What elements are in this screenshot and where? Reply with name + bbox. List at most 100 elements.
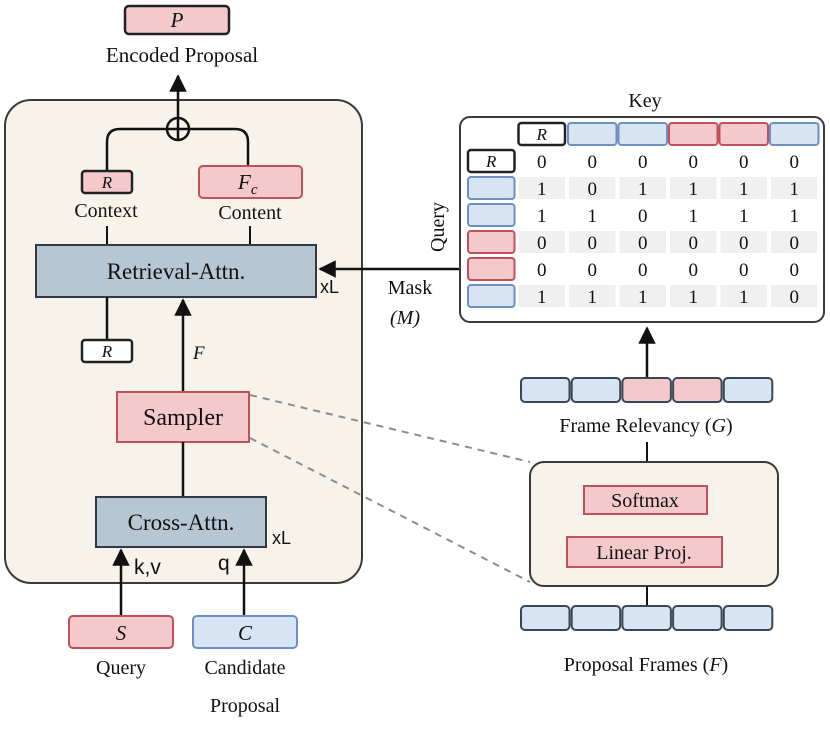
softmax-block [583,485,708,515]
c-label: C [238,621,253,645]
key-token [617,122,668,146]
mask-cell-bg [771,231,818,253]
query-token [467,257,516,281]
cross-attn-label: Cross-Attn. [128,510,235,535]
mask-cell-bg [569,285,616,307]
mask-cell: 0 [739,233,749,254]
frame-token [520,377,571,403]
content-label: Content [218,202,282,224]
mask-cell: 1 [689,287,699,308]
candidate-caption-line1: Candidate [204,657,285,679]
mask-symbol: (M) [390,307,420,329]
encoded-proposal-token [123,4,231,36]
mask-cell-bg [670,231,717,253]
mask-cell: 1 [689,206,699,227]
frame-token [722,377,774,403]
mask-cell: 0 [790,152,800,173]
mask-cell: 0 [739,260,749,281]
mask-cell: 1 [638,287,648,308]
query-caption: Query [96,657,146,679]
linear-proj-block [566,536,723,568]
s-label: S [116,621,127,645]
mask-cell: 0 [790,233,800,254]
mask-cell: 1 [790,179,800,200]
mask-cell: 1 [588,287,598,308]
retrieval-attn-block [35,244,317,298]
f-label: F [192,343,205,364]
cross-attn-block [95,496,267,548]
key-label: Key [628,90,661,112]
mask-cell: 0 [537,152,547,173]
candidate-caption-line2: Proposal [210,695,280,717]
encoded-proposal-caption: Encoded Proposal [106,43,258,67]
mask-cell-bg [518,177,565,199]
mask-cell-bg [569,177,616,199]
mask-cell: 0 [588,233,598,254]
mask-cell: 1 [638,179,648,200]
content-token-label: Fc [237,170,258,198]
frame-relevancy-caption: Frame Relevancy (G) [559,415,732,437]
proposal-frames-row [520,605,774,631]
mask-cell-bg [619,177,666,199]
dashed-link-top [249,394,531,463]
mask-cell-bg [720,285,767,307]
frame-token [570,377,622,403]
sampler-label: Sampler [143,405,223,431]
mask-cell-bg [569,231,616,253]
key-token [769,122,820,146]
candidate-input-token [192,615,298,649]
mask-cell: 1 [537,179,547,200]
mask-cell-bg [771,177,818,199]
mask-cell: 0 [588,152,598,173]
cross-repeat-label: xL [272,528,291,548]
query-token [467,203,516,227]
key-token-r-label: R [536,125,548,144]
frame-token [621,605,672,631]
query-token [467,176,516,200]
query-token-r-label: R [485,152,497,171]
mask-cell-bg [619,231,666,253]
mask-cell-bg [720,231,767,253]
mask-cell: 0 [638,260,648,281]
frame-token [672,605,723,631]
mask-cell: 0 [790,260,800,281]
key-token-r [517,121,567,147]
mask-cell: 0 [739,152,749,173]
mask-cell: 0 [689,152,699,173]
retrieval-attn-label: Retrieval-Attn. [107,259,246,284]
retrieval-token-label: R [101,342,113,361]
q-label: q [218,552,230,575]
retrieval-token [80,338,134,364]
mask-cell: 0 [638,206,648,227]
mask-cell: 0 [588,179,598,200]
mask-cell: 0 [638,233,648,254]
p-label: P [170,8,184,32]
mask-cell: 0 [689,233,699,254]
mask-cell: 1 [537,206,547,227]
mask-cell: 1 [739,179,749,200]
mask-cell: 0 [537,260,547,281]
query-token [467,284,516,308]
mask-cell: 1 [739,287,749,308]
context-label: Context [74,200,138,222]
mask-cell: 1 [588,206,598,227]
query-input-token [68,615,174,649]
retrieval-repeat-label: xL [320,277,339,297]
mask-cell: 0 [588,260,598,281]
mask-cell-bg [518,231,565,253]
mask-cell-bg [670,177,717,199]
linear-proj-label: Linear Proj. [596,542,692,564]
query-token-r [466,148,516,174]
query-token [467,230,516,254]
key-token [668,122,719,146]
mask-cell: 0 [638,152,648,173]
dashed-link-bottom [249,437,531,583]
frame-token [722,605,774,631]
mask-cell-bg [670,285,717,307]
key-token [567,122,618,146]
query-axis-label: Query [427,202,449,252]
frame-token [520,605,571,631]
mask-cell-bg [720,177,767,199]
